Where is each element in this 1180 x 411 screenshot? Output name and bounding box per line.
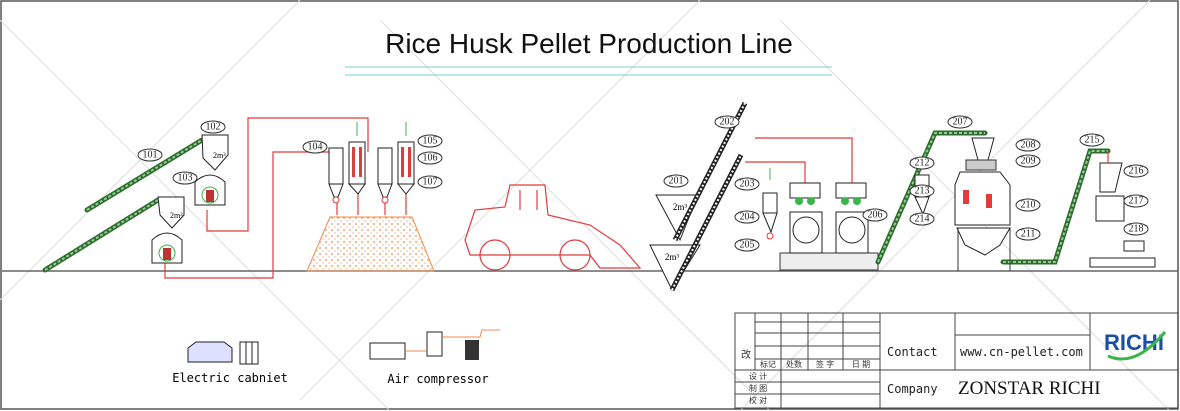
svg-text:106: 106 xyxy=(423,153,438,164)
svg-text:105: 105 xyxy=(423,136,438,147)
svg-text:103: 103 xyxy=(178,173,193,184)
label-214: 214 xyxy=(909,212,935,226)
label-205: 205 xyxy=(734,238,760,252)
svg-text:日 期: 日 期 xyxy=(852,360,870,369)
svg-text:2m³: 2m³ xyxy=(213,151,226,160)
inclined-conveyors xyxy=(875,130,1111,265)
svg-text:2m³: 2m³ xyxy=(665,252,680,262)
label-207: 207 xyxy=(947,115,973,129)
svg-text:制 图: 制 图 xyxy=(749,383,767,393)
label-101: 101 xyxy=(137,148,163,162)
label-105: 105 xyxy=(417,134,443,148)
svg-text:218: 218 xyxy=(1129,224,1144,235)
svg-text:203: 203 xyxy=(740,179,755,190)
svg-text:209: 209 xyxy=(1021,156,1036,167)
contact-website: www.cn-pellet.com xyxy=(960,345,1083,359)
silos-and-bucket-elevators: 2m³ 2m³ xyxy=(649,101,748,292)
cyclone-and-dust-filters xyxy=(328,122,416,204)
svg-text:101: 101 xyxy=(143,150,158,161)
label-210: 210 xyxy=(1015,198,1041,212)
pneumatic-pipes xyxy=(164,117,853,279)
svg-text:校 对: 校 对 xyxy=(749,395,767,405)
wheel-loader xyxy=(464,184,642,271)
diagram-title: Rice Husk Pellet Production Line xyxy=(385,28,793,59)
svg-text:2m³: 2m³ xyxy=(170,211,183,220)
label-201: 201 xyxy=(663,174,689,188)
label-215: 215 xyxy=(1079,133,1105,147)
label-211: 211 xyxy=(1015,227,1041,241)
label-208: 208 xyxy=(1015,138,1041,152)
label-217: 217 xyxy=(1123,194,1149,208)
pellet-mills xyxy=(762,168,879,271)
rice-husk-pile xyxy=(306,216,435,272)
svg-text:改: 改 xyxy=(741,348,751,361)
svg-text:处数: 处数 xyxy=(786,359,802,369)
label-204: 204 xyxy=(734,210,760,224)
label-106: 106 xyxy=(417,151,443,165)
air-compressor-icon xyxy=(369,329,500,360)
svg-text:207: 207 xyxy=(953,117,968,128)
electric-cabinet-icon xyxy=(187,341,259,365)
svg-text:102: 102 xyxy=(206,122,221,133)
svg-text:107: 107 xyxy=(423,177,438,188)
svg-text:标记: 标记 xyxy=(760,359,776,369)
svg-text:204: 204 xyxy=(740,212,755,223)
svg-text:217: 217 xyxy=(1129,196,1144,207)
company-label: Company xyxy=(887,382,938,396)
legend-air-compressor: Air compressor xyxy=(387,372,488,386)
svg-text:211: 211 xyxy=(1021,229,1036,240)
label-216: 216 xyxy=(1123,164,1149,178)
svg-text:213: 213 xyxy=(915,186,930,197)
label-202: 202 xyxy=(714,115,740,129)
label-203: 203 xyxy=(734,177,760,191)
contact-label: Contact xyxy=(887,345,938,359)
svg-text:206: 206 xyxy=(868,210,883,221)
richi-logo: RICHI xyxy=(1104,330,1167,361)
svg-text:设 计: 设 计 xyxy=(749,371,767,381)
label-218: 218 xyxy=(1123,222,1149,236)
counterflow-cooler xyxy=(914,137,1011,271)
company-name: ZONSTAR RICHI xyxy=(958,378,1101,399)
label-209: 209 xyxy=(1015,154,1041,168)
title-block-grid-text: 改 标记 处数 签 字 日 期 设 计 制 图 校 对 xyxy=(741,348,870,405)
svg-text:212: 212 xyxy=(915,158,930,169)
label-206: 206 xyxy=(862,208,888,222)
label-212: 212 xyxy=(909,156,935,170)
svg-text:2m³: 2m³ xyxy=(673,202,688,212)
svg-text:201: 201 xyxy=(669,176,684,187)
label-104: 104 xyxy=(302,140,328,154)
label-107: 107 xyxy=(417,175,443,189)
hammer-mill-unit: 2m³ 2m³ xyxy=(151,134,229,264)
svg-text:202: 202 xyxy=(720,117,735,128)
svg-text:214: 214 xyxy=(915,214,930,225)
equipment-labels: 101 102 103 104 105 106 107 201 202 203 … xyxy=(137,115,1149,252)
svg-text:208: 208 xyxy=(1021,140,1036,151)
screw-conveyor xyxy=(42,137,205,273)
packing-scale xyxy=(1089,151,1156,268)
svg-text:205: 205 xyxy=(740,240,755,251)
svg-text:104: 104 xyxy=(308,142,323,153)
label-102: 102 xyxy=(200,120,226,134)
svg-text:216: 216 xyxy=(1129,166,1144,177)
svg-text:210: 210 xyxy=(1021,200,1036,211)
title-block xyxy=(734,312,1179,409)
svg-text:215: 215 xyxy=(1085,135,1100,146)
svg-text:签 字: 签 字 xyxy=(816,359,834,369)
label-213: 213 xyxy=(909,184,935,198)
label-103: 103 xyxy=(172,171,198,185)
legend-electric-cabinet: Electric cabniet xyxy=(172,371,288,385)
